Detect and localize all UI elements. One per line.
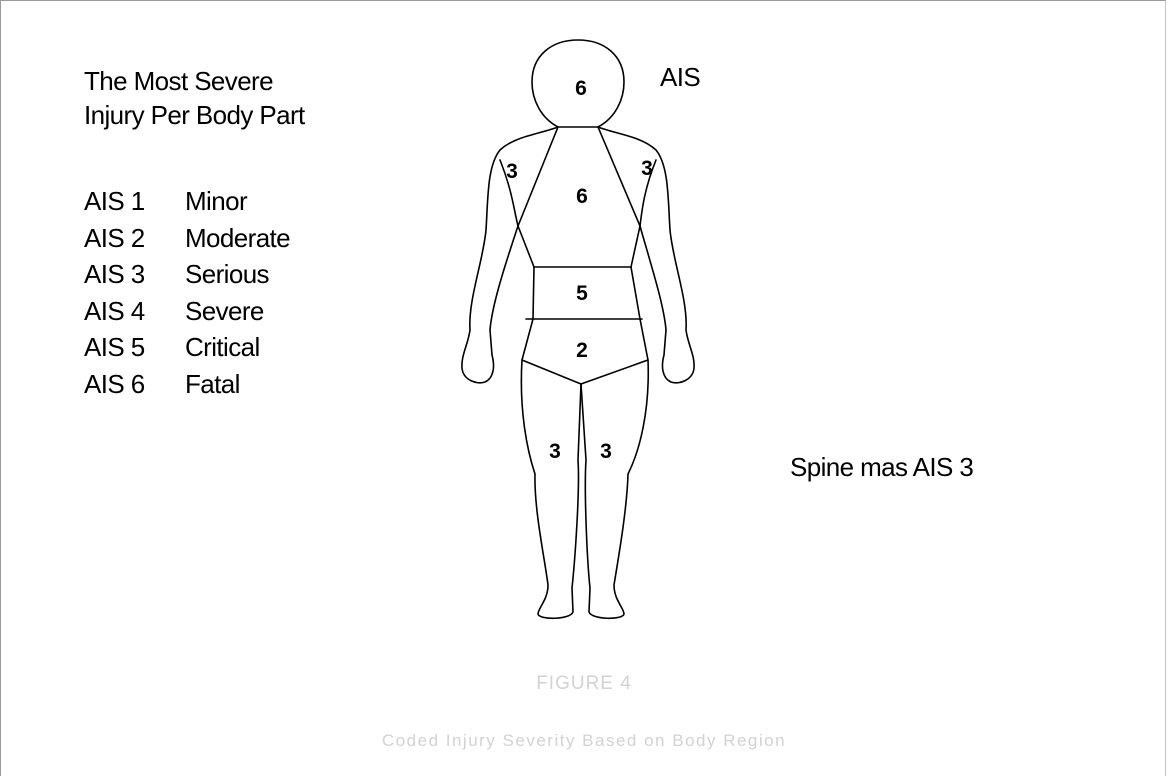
score-right-leg: 3: [549, 440, 561, 463]
score-left-leg: 3: [600, 440, 612, 463]
score-pelvis: 2: [576, 339, 588, 362]
score-right-arm: 3: [506, 160, 518, 183]
figure-caption-text: Coded Injury Severity Based on Body Regi…: [0, 731, 1168, 751]
spine-note: Spine mas AIS 3: [790, 452, 973, 483]
score-left-arm: 3: [641, 157, 653, 180]
score-head: 6: [575, 77, 587, 100]
pelvis-outline: [522, 360, 648, 384]
body-outline: [462, 127, 581, 618]
score-abdomen: 5: [576, 282, 588, 305]
neck-line-left: [518, 127, 558, 226]
neck-line-right: [598, 127, 640, 226]
score-thorax: 6: [576, 185, 588, 208]
body-outline-right: [581, 127, 694, 618]
figure-caption-label: FIGURE 4: [0, 673, 1168, 695]
